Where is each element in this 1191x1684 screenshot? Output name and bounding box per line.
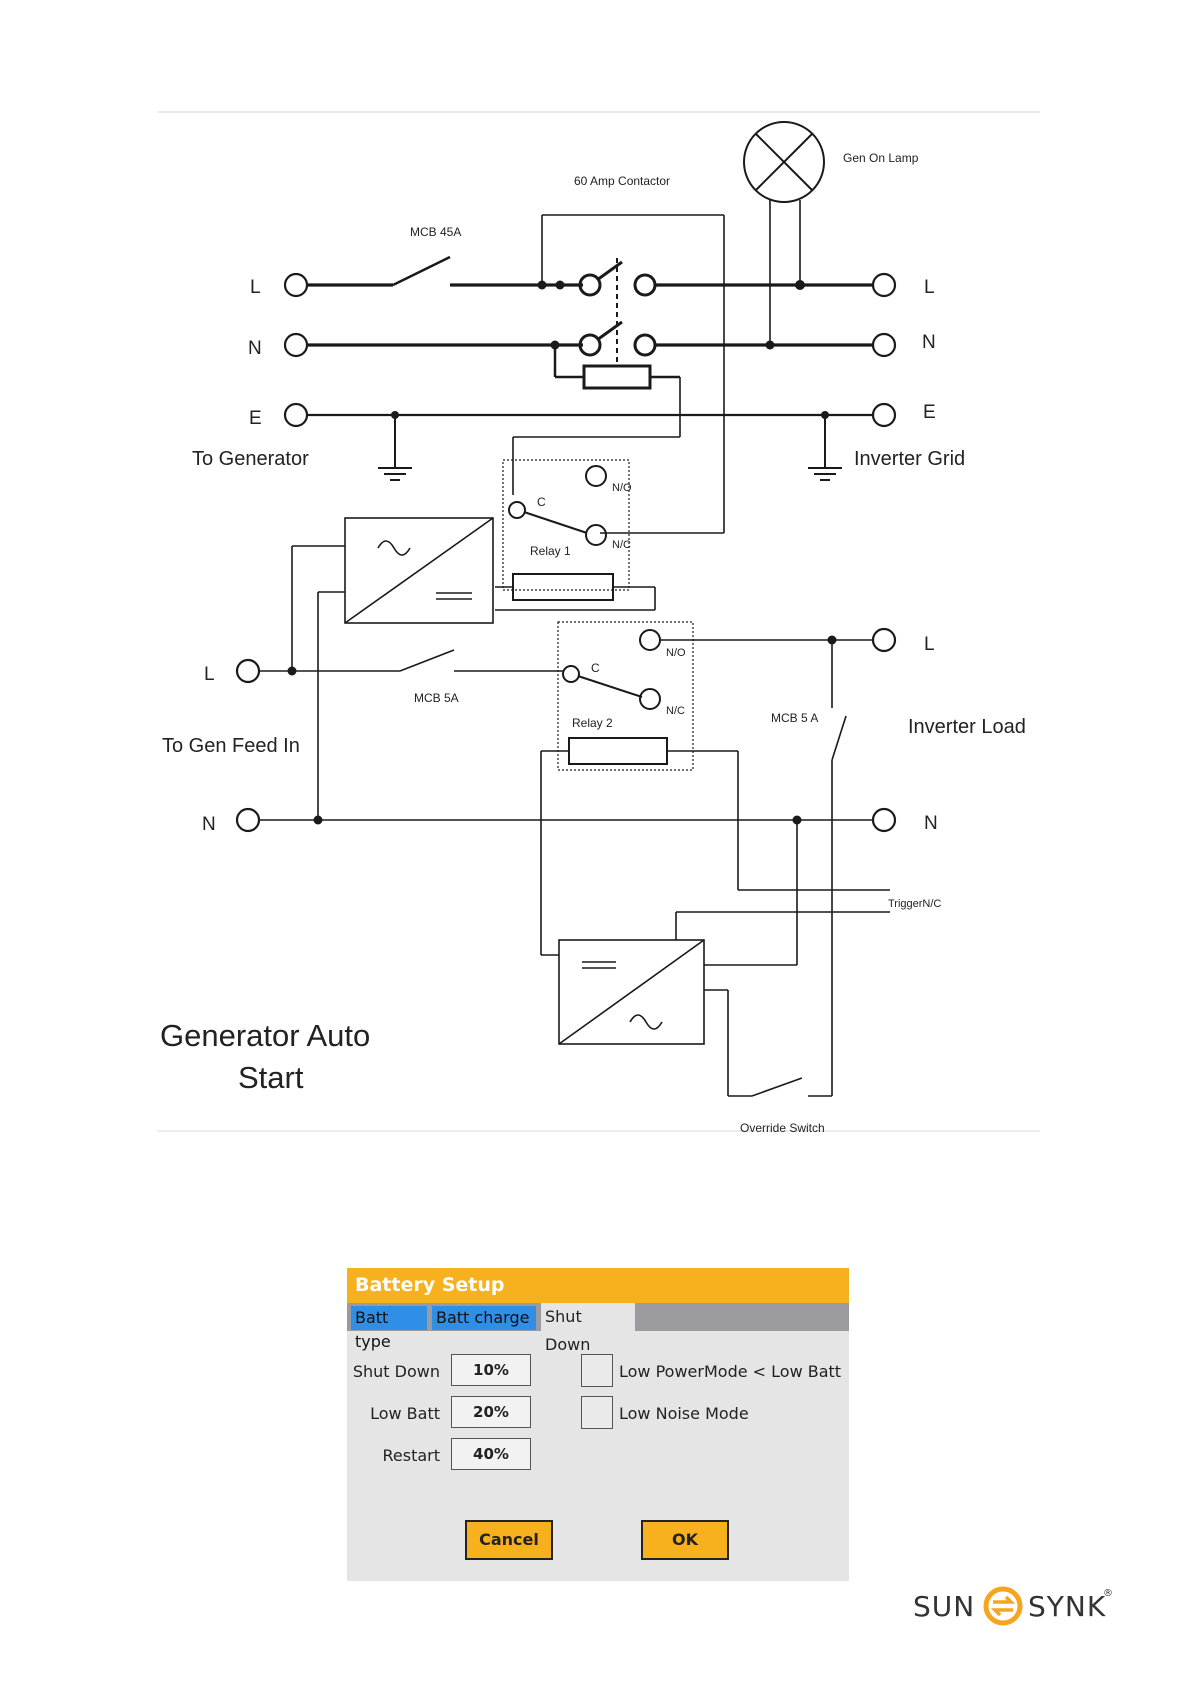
shut-down-input[interactable]: 10%: [451, 1354, 531, 1386]
e-grid-label: E: [923, 402, 936, 423]
diagram-title-line1: Generator Auto: [160, 1018, 370, 1053]
restart-input[interactable]: 40%: [451, 1438, 531, 1470]
tab-bar: Batt type Batt charge Shut Down: [347, 1303, 849, 1354]
generator-auto-start-diagram: 60 Amp Contactor Gen On Lamp MCB 45A L N…: [157, 111, 1040, 1135]
low-batt-label: Low Batt: [370, 1404, 440, 1423]
l-gen-label: L: [250, 277, 261, 298]
sunsynk-logo: SUN SYNK ®: [913, 1582, 1113, 1627]
mcb-5a-left-label: MCB 5A: [414, 691, 459, 705]
low-batt-input[interactable]: 20%: [451, 1396, 531, 1428]
diagram-title-line2: Start: [238, 1060, 304, 1095]
l-grid-label: L: [924, 277, 935, 298]
logo-text-synk: SYNK: [1028, 1590, 1107, 1623]
relay2-nc-label: N/C: [666, 705, 685, 717]
l-feed-label: L: [204, 664, 215, 685]
battery-setup-panel: Battery Setup Batt type Batt charge Shut…: [347, 1268, 849, 1581]
n-feed-label: N: [202, 814, 216, 835]
n-load-label: N: [924, 813, 938, 834]
logo-text-sun: SUN: [913, 1590, 976, 1623]
tab-batt-charge[interactable]: Batt charge: [432, 1306, 536, 1330]
ok-button[interactable]: OK: [641, 1520, 729, 1560]
cancel-button[interactable]: Cancel: [465, 1520, 553, 1560]
wiring-diagram: 60 Amp Contactor Gen On Lamp MCB 45A L N…: [157, 111, 1040, 1135]
trigger-label: TriggerN/C: [888, 898, 941, 910]
low-powermode-label: Low PowerMode < Low Batt: [619, 1362, 842, 1381]
panel-title: Battery Setup: [347, 1268, 849, 1303]
n-grid-label: N: [922, 332, 936, 353]
inverter-grid-label: Inverter Grid: [854, 448, 965, 470]
low-noise-mode-label: Low Noise Mode: [619, 1404, 749, 1423]
sync-icon: [983, 1586, 1023, 1626]
to-generator-label: To Generator: [192, 448, 309, 470]
override-switch-label: Override Switch: [740, 1121, 825, 1135]
l-load-label: L: [924, 634, 935, 655]
relay1-no-label: N/O: [612, 482, 632, 494]
shut-down-label: Shut Down: [352, 1362, 440, 1381]
restart-label: Restart: [382, 1446, 440, 1465]
relay2-label: Relay 2: [572, 716, 613, 730]
tab-batt-type[interactable]: Batt type: [351, 1306, 427, 1351]
registered-mark: ®: [1103, 1588, 1113, 1599]
gen-on-lamp-label: Gen On Lamp: [843, 151, 919, 165]
relay2-c-label: C: [591, 661, 600, 675]
mcb-45a-label: MCB 45A: [410, 225, 461, 239]
relay1-nc-label: N/C: [612, 539, 631, 551]
mcb-5a-right-label: MCB 5 A: [771, 711, 818, 725]
e-gen-label: E: [249, 408, 262, 429]
inverter-load-label: Inverter Load: [908, 716, 1026, 738]
contactor-label: 60 Amp Contactor: [574, 174, 670, 188]
low-powermode-checkbox[interactable]: [581, 1354, 613, 1387]
to-gen-feed-in-label: To Gen Feed In: [162, 735, 300, 757]
tab-shut-down[interactable]: Shut Down: [541, 1303, 635, 1354]
relay1-label: Relay 1: [530, 544, 571, 558]
relay1-c-label: C: [537, 495, 546, 509]
relay2-no-label: N/O: [666, 647, 686, 659]
low-noise-mode-checkbox[interactable]: [581, 1396, 613, 1429]
n-gen-label: N: [248, 338, 262, 359]
